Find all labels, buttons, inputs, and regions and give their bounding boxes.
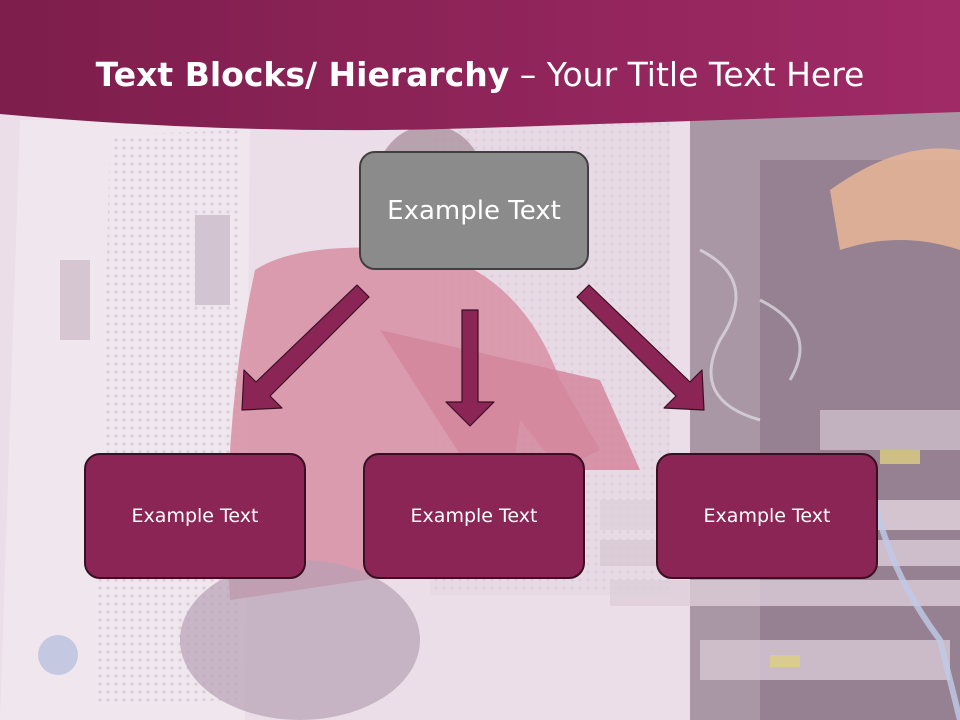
root-node[interactable]: Example Text [359,151,589,270]
child-node-left-label: Example Text [131,505,259,527]
child-node-left[interactable]: Example Text [84,453,306,579]
child-node-right-label: Example Text [703,505,831,527]
child-node-middle-label: Example Text [410,505,538,527]
root-node-label: Example Text [387,195,561,226]
slide-title: Text Blocks/ Hierarchy – Your Title Text… [0,55,960,94]
arrow-to-right-node [576,284,705,411]
title-regular-part: – Your Title Text Here [509,55,865,94]
arrow-to-left-node [241,284,370,411]
child-node-right[interactable]: Example Text [656,453,878,579]
arrow-to-middle-node [445,309,495,427]
child-node-middle[interactable]: Example Text [363,453,585,579]
header-band [0,0,960,131]
title-bold-part: Text Blocks/ Hierarchy [95,55,510,94]
